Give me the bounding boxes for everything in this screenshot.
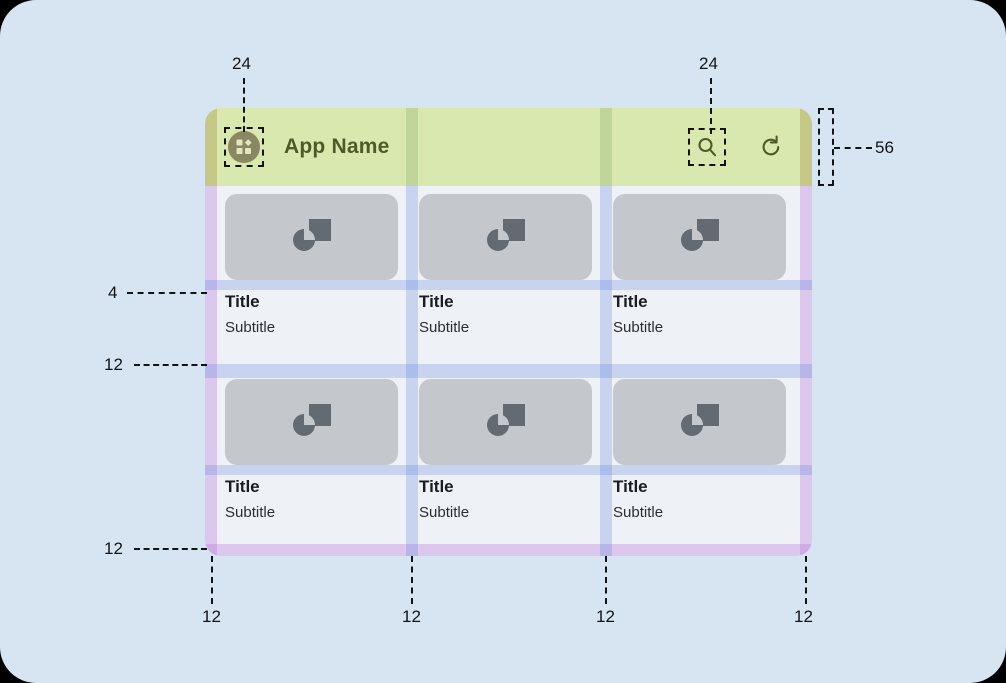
annotation-nav-icon-touch: 24 [232,54,251,73]
annotation-row-spacing: 12 [104,355,123,374]
leader-line [411,556,413,604]
card-media [613,379,786,465]
card-subtitle: Subtitle [419,319,470,336]
row-gap-overlay [205,364,812,378]
annotation-search-icon-touch: 24 [699,54,718,73]
annotation-media-to-title: 4 [108,283,118,302]
card-subtitle: Subtitle [225,504,276,521]
card-subtitle: Subtitle [225,319,276,336]
leader-line [211,556,213,604]
card-media [613,194,786,280]
refresh-icon [762,135,780,156]
touch-target-outline [224,127,264,167]
leader-line [805,556,807,604]
gutter-overlay-1 [406,186,418,556]
app-container: App Name [205,108,812,556]
card-title: Title [225,292,260,311]
leader-line [710,78,712,134]
appbar-gutter-overlay-2 [600,108,612,186]
card[interactable]: Title Subtitle [613,379,786,520]
refresh-button[interactable] [758,134,784,160]
leader-line [834,147,872,149]
card-subtitle: Subtitle [613,319,664,336]
image-placeholder-icon [292,404,331,436]
card-media [225,194,398,280]
card[interactable]: Title Subtitle [613,194,786,335]
card-title: Title [613,292,648,311]
image-placeholder-icon [680,404,719,436]
image-placeholder-icon [486,404,525,436]
search-icon [698,137,717,157]
annotation-gutter-2: 12 [402,607,421,626]
app-bar: App Name [205,108,812,186]
leader-line [605,556,607,604]
card[interactable]: Title Subtitle [419,379,592,520]
card-title: Title [419,477,454,496]
margin-overlay-right [800,186,812,556]
margin-overlay-left [205,186,217,556]
card-media [419,379,592,465]
card-subtitle: Subtitle [419,504,470,521]
card-media [419,194,592,280]
annotation-gutter-3: 12 [596,607,615,626]
leader-line [134,364,207,366]
app-bar-actions [688,128,812,166]
image-placeholder-icon [680,219,719,251]
appbar-height-bracket [818,108,834,186]
card-title: Title [613,477,648,496]
card[interactable]: Title Subtitle [225,194,398,335]
card-title: Title [419,292,454,311]
image-placeholder-icon [486,219,525,251]
card[interactable]: Title Subtitle [419,194,592,335]
image-placeholder-icon [292,219,331,251]
leader-line [127,292,207,294]
grid-icon [236,139,252,154]
touch-target-outline [688,128,726,166]
annotation-bottom-margin: 12 [104,539,123,558]
leader-line [243,78,245,132]
card-subtitle: Subtitle [613,504,664,521]
gutter-overlay-2 [600,186,612,556]
margin-overlay-bottom [205,544,812,556]
card[interactable]: Title Subtitle [225,379,398,520]
card-grid: Title Subtitle Title Subtitle [205,186,812,556]
card-title: Title [225,477,260,496]
search-button[interactable] [688,128,726,166]
annotation-gutter-4: 12 [794,607,813,626]
app-title: App Name [284,135,390,158]
annotation-appbar-height: 56 [875,138,894,157]
card-media [225,379,398,465]
appbar-gutter-overlay-1 [406,108,418,186]
app-bar-leading: App Name [205,127,390,167]
annotation-gutter-1: 12 [202,607,221,626]
grid-icon-button[interactable] [224,127,264,167]
leader-line [134,548,207,550]
